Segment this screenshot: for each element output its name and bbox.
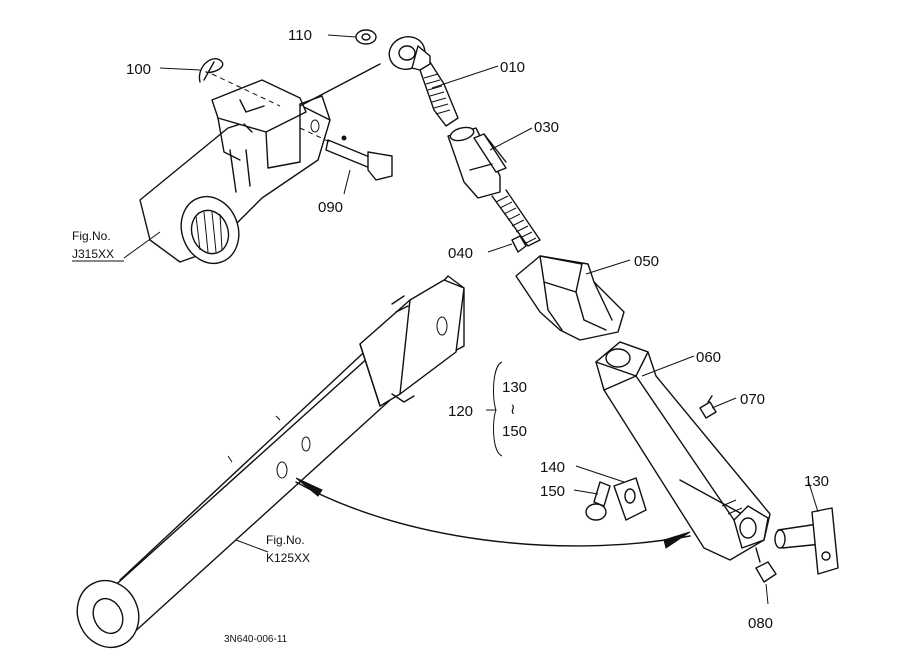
leader-lines (123, 34, 819, 605)
part-pin-150 (585, 481, 611, 521)
part-guide (515, 255, 625, 341)
part-rod-end (299, 36, 459, 127)
label-060: 060 (696, 349, 721, 366)
part-washer (355, 29, 377, 45)
range-symbol: ≀ (510, 401, 516, 418)
part-lock-nut (511, 235, 527, 253)
label-120: 120 (448, 403, 473, 420)
label-100: 100 (126, 61, 151, 78)
drawing-code: 3N640-006-11 (224, 634, 288, 645)
lift-arm (139, 79, 331, 265)
part-turnbuckle (447, 126, 507, 199)
part-cotter-pin (198, 57, 281, 107)
label-130-range-start: 130 (502, 379, 527, 396)
connector-curve (295, 477, 691, 549)
label-040: 040 (448, 245, 473, 262)
label-150-range-end: 150 (502, 423, 527, 440)
label-090: 090 (318, 199, 343, 216)
part-bolt (755, 547, 777, 583)
part-pin (299, 127, 393, 181)
label-070: 070 (740, 391, 765, 408)
label-080: 080 (748, 615, 773, 632)
label-150: 150 (540, 483, 565, 500)
part-lower-link (595, 341, 771, 561)
fig-code-1: J315XX (72, 247, 114, 261)
label-140: 140 (540, 459, 565, 476)
fig-code-2: K125XX (266, 551, 310, 565)
lower-link-arm (76, 275, 465, 649)
label-050: 050 (634, 253, 659, 270)
part-threaded-rod (491, 189, 541, 247)
fig-label-1: Fig.No. (72, 229, 111, 243)
fig-label-2: Fig.No. (266, 533, 305, 547)
part-grease-nipple (699, 395, 717, 419)
label-110: 110 (288, 27, 312, 44)
part-plate (613, 477, 647, 521)
label-130: 130 (804, 473, 829, 490)
label-010: 010 (500, 59, 525, 76)
label-030: 030 (534, 119, 559, 136)
callout-labels: 110 100 010 030 090 040 050 060 070 120 … (72, 27, 829, 645)
part-pin-130 (774, 507, 839, 575)
